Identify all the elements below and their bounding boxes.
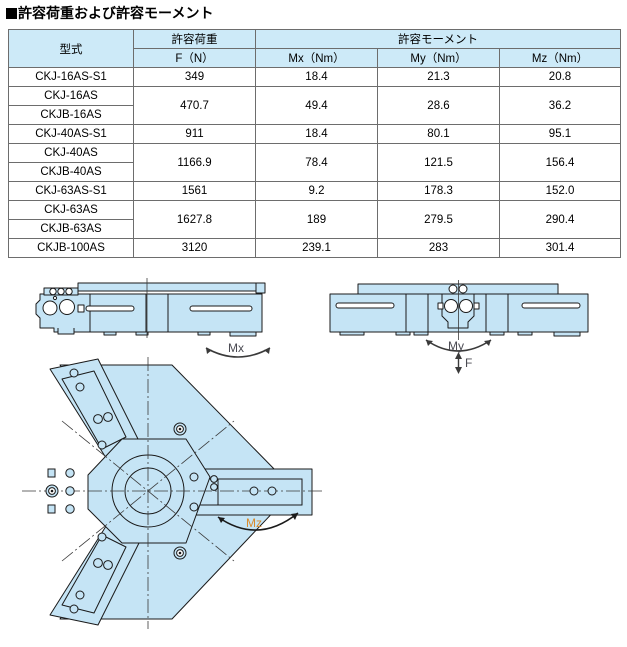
- cell-my: 279.5: [377, 200, 500, 239]
- header-model: 型式: [8, 29, 134, 68]
- cell-my: 28.6: [377, 86, 500, 125]
- cell-mz: 36.2: [499, 86, 621, 125]
- header-allowable-load: 許容荷重: [133, 29, 256, 49]
- cell-mz: 156.4: [499, 143, 621, 182]
- mz-arrow: [217, 512, 299, 531]
- cell-model: CKJ-40AS-S1: [8, 124, 134, 144]
- table-header-row-group: 型式 許容荷重 許容モーメント: [8, 29, 621, 68]
- cell-model: CKJ-63AS-S1: [8, 181, 134, 201]
- header-allowable-moment: 許容モーメント: [255, 29, 621, 49]
- cell-model: CKJB-100AS: [8, 238, 134, 258]
- table-row: CKJB-63AS: [8, 219, 621, 239]
- mounting-bolts: [45, 422, 187, 560]
- cell-mz: 301.4: [499, 238, 621, 258]
- cell-f: 911: [133, 124, 256, 144]
- page-title: 許容荷重および許容モーメント: [6, 3, 213, 23]
- header-my-unit: My（Nm）: [377, 48, 500, 68]
- cell-f: 349: [133, 67, 256, 87]
- cell-f: 3120: [133, 238, 256, 258]
- cell-mz: 290.4: [499, 200, 621, 239]
- cell-my: 80.1: [377, 124, 500, 144]
- cell-mz: 152.0: [499, 181, 621, 201]
- mx-label: Mx: [228, 341, 244, 355]
- arm-holes: [69, 368, 277, 614]
- cell-model: CKJ-16AS: [8, 86, 134, 106]
- cell-mx: 9.2: [255, 181, 378, 201]
- cell-mz: 95.1: [499, 124, 621, 144]
- table-head: 型式 許容荷重 許容モーメント F（N） Mx（Nm） My（Nm） Mz（Nm…: [8, 29, 621, 68]
- mz-label: Mz: [246, 516, 262, 530]
- title-bullet-icon: [6, 8, 17, 19]
- top-view-svg: Mz: [22, 357, 322, 629]
- header-f-unit: F（N）: [133, 48, 256, 68]
- cell-my: 178.3: [377, 181, 500, 201]
- cell-my: 121.5: [377, 143, 500, 182]
- cell-f: 1561: [133, 181, 256, 201]
- cell-f: 1166.9: [133, 143, 256, 182]
- spec-table-container: 型式 許容荷重 許容モーメント F（N） Mx（Nm） My（Nm） Mz（Nm…: [8, 29, 621, 258]
- diagram-area: Mx: [0, 252, 627, 647]
- cell-mx: 78.4: [255, 143, 378, 182]
- allowable-load-moment-table: 型式 許容荷重 許容モーメント F（N） Mx（Nm） My（Nm） Mz（Nm…: [8, 29, 621, 258]
- table-header-row-units: F（N） Mx（Nm） My（Nm） Mz（Nm）: [9, 48, 621, 68]
- f-label: F: [465, 356, 472, 370]
- front-view-svg: My F: [329, 280, 589, 374]
- cell-mx: 18.4: [255, 124, 378, 144]
- cell-model: CKJ-40AS: [8, 143, 134, 163]
- cell-model: CKJ-16AS-S1: [8, 67, 134, 87]
- table-row: CKJB-16AS: [8, 105, 621, 125]
- cell-mx: 239.1: [255, 238, 378, 258]
- cell-f: 470.7: [133, 86, 256, 125]
- side-view-diagram: Mx: [30, 270, 295, 375]
- cell-my: 21.3: [377, 67, 500, 87]
- table-row: CKJB-40AS: [8, 162, 621, 182]
- cell-mx: 49.4: [255, 86, 378, 125]
- cell-mx: 18.4: [255, 67, 378, 87]
- front-view-diagram: My F: [318, 270, 603, 380]
- my-label: My: [448, 339, 464, 353]
- cell-model: CKJB-40AS: [8, 162, 134, 182]
- header-mz-unit: Mz（Nm）: [499, 48, 621, 68]
- cell-model: CKJB-63AS: [8, 219, 134, 239]
- my-arrow: [425, 339, 492, 352]
- side-view-svg: Mx: [35, 278, 271, 358]
- top-view-diagram: Mz: [22, 357, 322, 642]
- cell-mx: 189: [255, 200, 378, 239]
- header-mx-unit: Mx（Nm）: [255, 48, 378, 68]
- cell-f: 1627.8: [133, 200, 256, 239]
- cell-my: 283: [377, 238, 500, 258]
- page-title-text: 許容荷重および許容モーメント: [18, 5, 214, 21]
- cell-mz: 20.8: [499, 67, 621, 87]
- cell-model: CKJ-63AS: [8, 200, 134, 220]
- cell-model: CKJB-16AS: [8, 105, 134, 125]
- mx-arrow: [205, 347, 271, 358]
- top-view-centerline-d2: [61, 420, 235, 562]
